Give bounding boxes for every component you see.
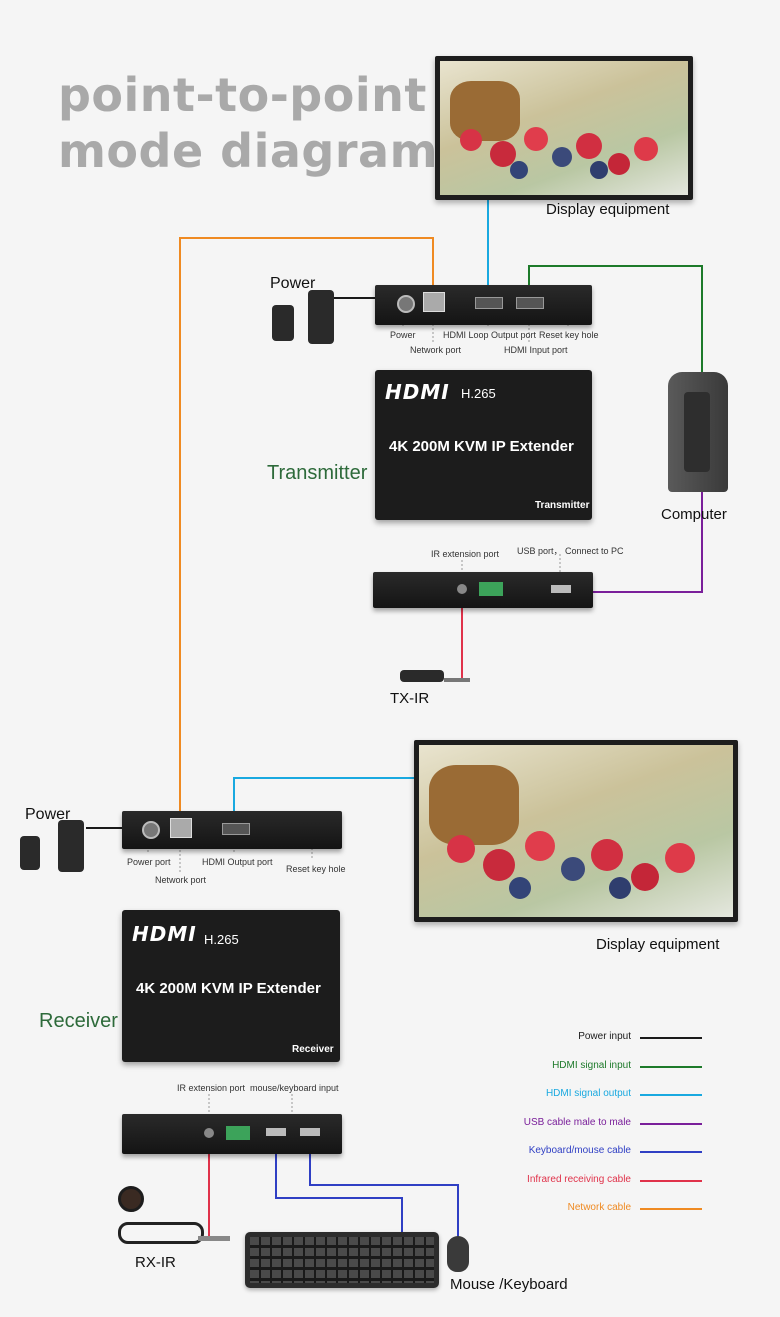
hdmi-logo: HDMI bbox=[132, 922, 197, 946]
tx-hdmi-input-label: HDMI Input port bbox=[504, 345, 568, 355]
rx-ir-plug bbox=[198, 1236, 230, 1241]
device-name: 4K 200M KVM IP Extender bbox=[389, 438, 574, 455]
receiver-rear-panel bbox=[122, 811, 342, 849]
ir-port-icon bbox=[457, 584, 467, 594]
network-port-icon bbox=[423, 292, 445, 312]
transmitter-front-panel bbox=[373, 572, 593, 608]
codec-label: H.265 bbox=[461, 386, 496, 401]
legend-label: Power input bbox=[578, 1031, 631, 1042]
display-label-top: Display equipment bbox=[546, 201, 670, 218]
mouse-keyboard-label: Mouse /Keyboard bbox=[450, 1276, 568, 1293]
tx-ir-label: TX-IR bbox=[390, 690, 430, 707]
hdmi-output-port-icon bbox=[222, 823, 250, 835]
device-name: 4K 200M KVM IP Extender bbox=[136, 980, 321, 997]
mouse-usb-port-icon bbox=[300, 1128, 320, 1136]
rx-reset-label: Reset key hole bbox=[286, 864, 346, 874]
network-port-icon bbox=[170, 818, 192, 838]
rx-ir-cable-coil bbox=[118, 1222, 204, 1244]
legend-swatch bbox=[640, 1151, 702, 1153]
computer-label: Computer bbox=[661, 506, 727, 523]
display-screen-bottom bbox=[414, 740, 738, 922]
hdmi-input-cable bbox=[528, 265, 703, 372]
usb-cable bbox=[560, 492, 703, 593]
codec-label: H.265 bbox=[204, 932, 239, 947]
legend-label: HDMI signal output bbox=[545, 1088, 631, 1099]
rx-ir-label: RX-IR bbox=[135, 1254, 176, 1271]
rs232-terminal-icon bbox=[479, 582, 503, 596]
keyboard-cable bbox=[275, 1134, 403, 1234]
tx-hdmi-loop-label: HDMI Loop Output port bbox=[443, 330, 537, 340]
rs232-terminal-icon bbox=[226, 1126, 250, 1140]
rx-ir-ext-label: IR extension port bbox=[177, 1083, 246, 1093]
transmitter-rear-panel bbox=[375, 285, 592, 325]
rx-ir-receiver-icon bbox=[118, 1186, 144, 1212]
rx-network-port-label: Network port bbox=[155, 875, 207, 885]
tx-ir-ext-label: IR extension port bbox=[431, 549, 500, 559]
mouse-cable bbox=[309, 1134, 459, 1240]
legend-label: USB cable male to male bbox=[523, 1117, 631, 1128]
legend-label: Network cable bbox=[567, 1202, 631, 1213]
page-title-line-1: point-to-point bbox=[58, 68, 427, 122]
keyboard-icon bbox=[245, 1232, 439, 1288]
legend-label: Keyboard/mouse cable bbox=[528, 1145, 631, 1156]
device-role-tx: Transmitter bbox=[535, 500, 590, 511]
ir-port-icon bbox=[204, 1128, 214, 1138]
hdmi-output-cable-bottom bbox=[233, 777, 414, 823]
legend-swatch bbox=[640, 1208, 702, 1210]
power-label-top: Power bbox=[270, 275, 316, 292]
tx-reset-label: Reset key hole bbox=[539, 330, 599, 340]
transmitter-label: Transmitter bbox=[267, 462, 368, 484]
transmitter-device: HDMI H.265 4K 200M KVM IP Extender Trans… bbox=[375, 370, 592, 520]
rx-power-port-label: Power port bbox=[127, 857, 171, 867]
power-adapter-icon bbox=[58, 820, 84, 872]
power-adapter-icon bbox=[20, 836, 40, 870]
legend-swatch bbox=[640, 1180, 702, 1182]
tx-usb-label: USB port， Connect to PC bbox=[517, 546, 624, 556]
power-label-bottom: Power bbox=[25, 806, 71, 823]
hdmi-input-port-icon bbox=[516, 297, 544, 309]
hdmi-logo: HDMI bbox=[385, 380, 450, 404]
display-label-bottom: Display equipment bbox=[596, 936, 720, 953]
usb-port-icon bbox=[551, 585, 571, 593]
tx-ir-emitter-icon bbox=[400, 670, 444, 682]
receiver-device: HDMI H.265 4K 200M KVM IP Extender Recei… bbox=[122, 910, 340, 1062]
power-port-icon bbox=[397, 295, 415, 313]
receiver-front-panel bbox=[122, 1114, 342, 1154]
tx-power-port-label: Power bbox=[390, 330, 416, 340]
rx-hdmi-output-label: HDMI Output port bbox=[202, 857, 273, 867]
mouse-icon bbox=[447, 1236, 469, 1272]
legend-label: HDMI signal input bbox=[552, 1060, 631, 1071]
receiver-label: Receiver bbox=[39, 1010, 118, 1032]
legend-swatch bbox=[640, 1123, 702, 1125]
power-adapter-icon bbox=[272, 305, 294, 341]
legend-swatch bbox=[640, 1094, 702, 1096]
legend-swatch bbox=[640, 1037, 702, 1039]
legend-swatch bbox=[640, 1066, 702, 1068]
device-role-rx: Receiver bbox=[292, 1044, 334, 1055]
power-port-icon bbox=[142, 821, 160, 839]
tx-ir-plug bbox=[444, 678, 470, 682]
display-screen-top bbox=[435, 56, 693, 200]
network-cable bbox=[179, 237, 434, 823]
tx-network-port-label: Network port bbox=[410, 345, 462, 355]
keyboard-usb-port-icon bbox=[266, 1128, 286, 1136]
hdmi-loop-port-icon bbox=[475, 297, 503, 309]
computer-icon bbox=[668, 372, 728, 492]
page-title-line-2: mode diagram bbox=[58, 124, 438, 178]
rx-mouse-kb-label: mouse/keyboard input bbox=[250, 1083, 339, 1093]
power-adapter-icon bbox=[308, 290, 334, 344]
legend-label: Infrared receiving cable bbox=[527, 1174, 631, 1185]
